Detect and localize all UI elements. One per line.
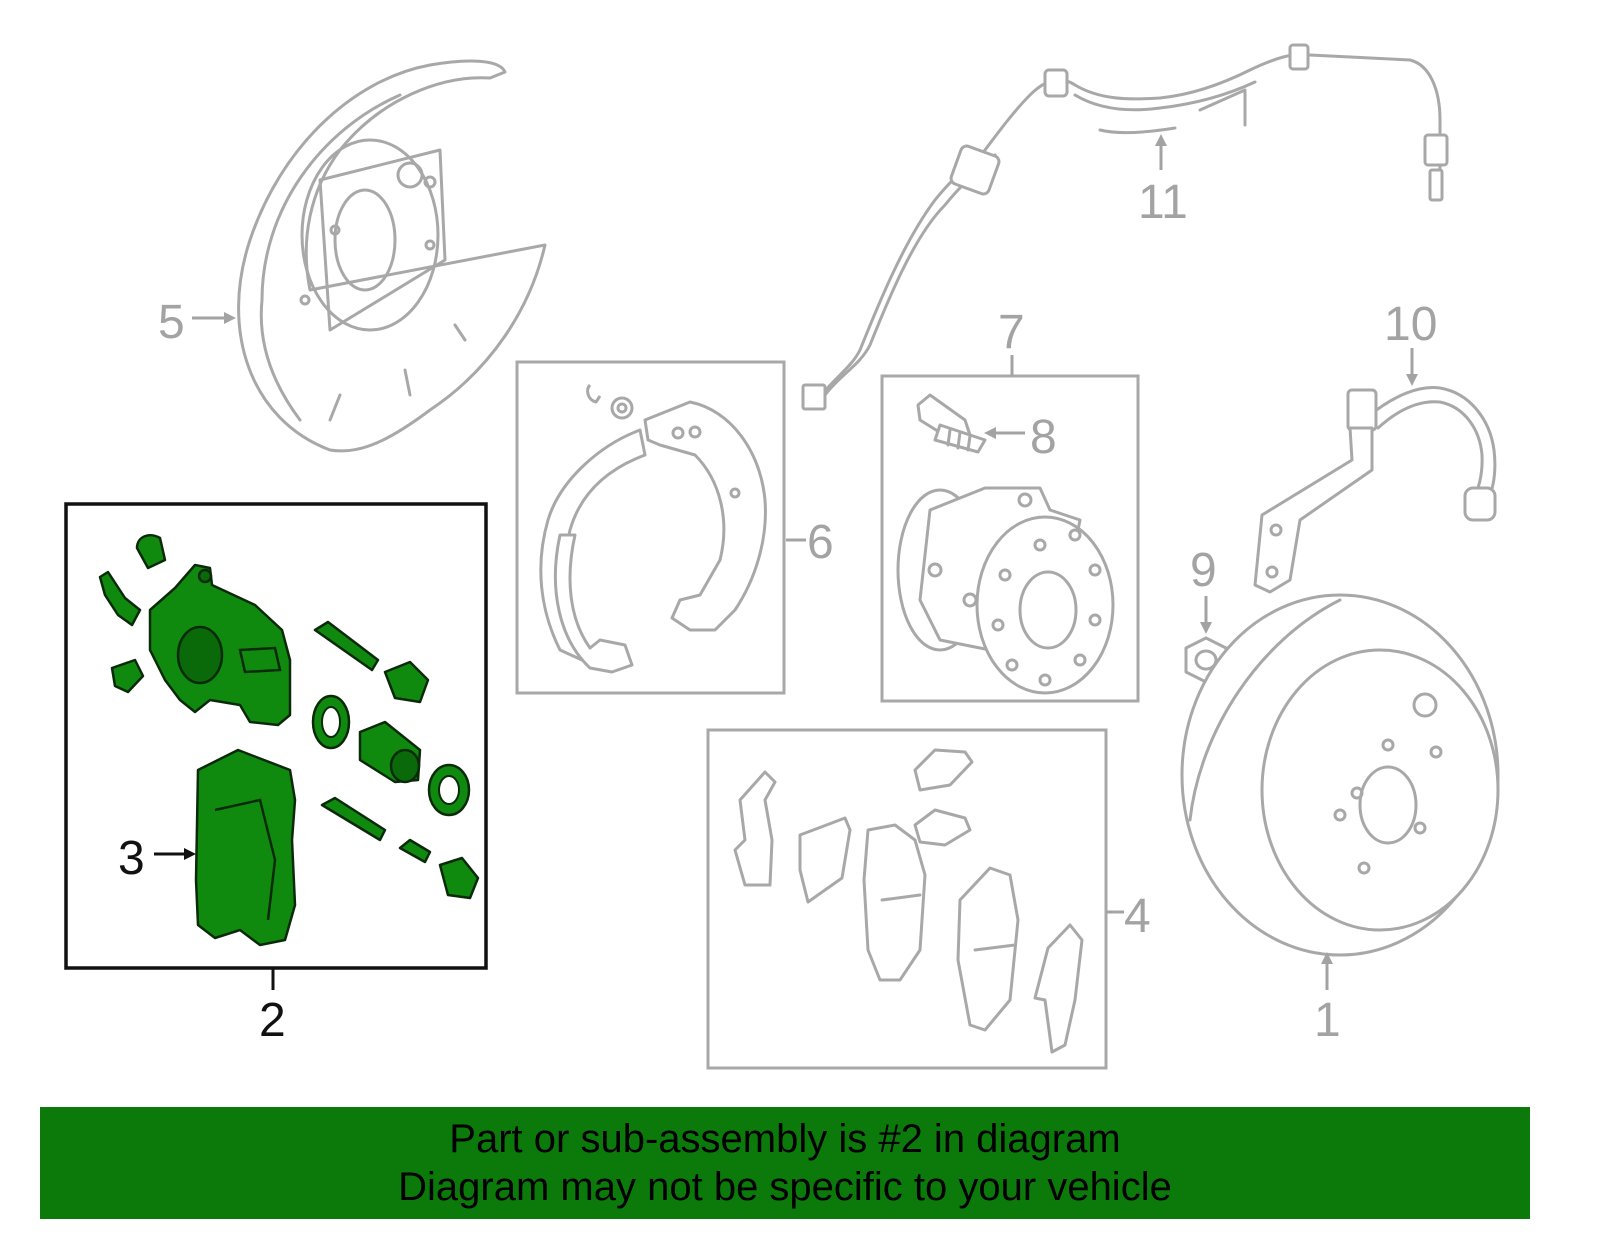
banner-line-1: Part or sub-assembly is #2 in diagram [449, 1117, 1121, 1161]
callout-5-arrowhead [224, 312, 236, 324]
pad-kit-box [706, 728, 1108, 1070]
brake-rotor-part-1 [1180, 593, 1500, 957]
caliper-assembly-box [64, 502, 488, 970]
hub-bearing-part-7 [896, 393, 1115, 695]
callout-3: 3 [118, 832, 145, 885]
banner-line-2: Diagram may not be specific to your vehi… [398, 1165, 1172, 1209]
callout-3-arrowhead [184, 848, 196, 860]
callout-9: 9 [1190, 544, 1217, 597]
backing-plate-part-5 [237, 59, 547, 453]
callout-8-arrowhead [984, 427, 996, 439]
callout-6: 6 [807, 516, 834, 569]
callout-11: 11 [1138, 176, 1188, 229]
abs-sensor-wire-part-11 [801, 43, 1449, 411]
brake-hose-part-10 [1253, 385, 1497, 594]
caliper-assembly-part-2 [98, 534, 480, 947]
callout-7: 7 [998, 306, 1025, 359]
callout-10: 10 [1384, 298, 1437, 351]
callout-10-arrowhead [1406, 374, 1418, 386]
callout-8: 8 [1030, 411, 1057, 464]
callout-11-arrowhead [1155, 134, 1167, 146]
info-banner: Part or sub-assembly is #2 in diagram Di… [40, 1107, 1530, 1219]
callout-2: 2 [259, 994, 286, 1047]
callout-1-arrowhead [1321, 952, 1333, 964]
callout-1: 1 [1314, 994, 1341, 1047]
callout-5: 5 [158, 296, 185, 349]
brake-pads-part-4 [733, 748, 1084, 1054]
parking-shoe-box [515, 360, 786, 695]
callout-9-arrowhead [1200, 622, 1212, 634]
callout-4: 4 [1124, 890, 1151, 943]
parking-brake-shoes-part-6 [539, 383, 767, 674]
hub-assembly-box [880, 374, 1140, 703]
